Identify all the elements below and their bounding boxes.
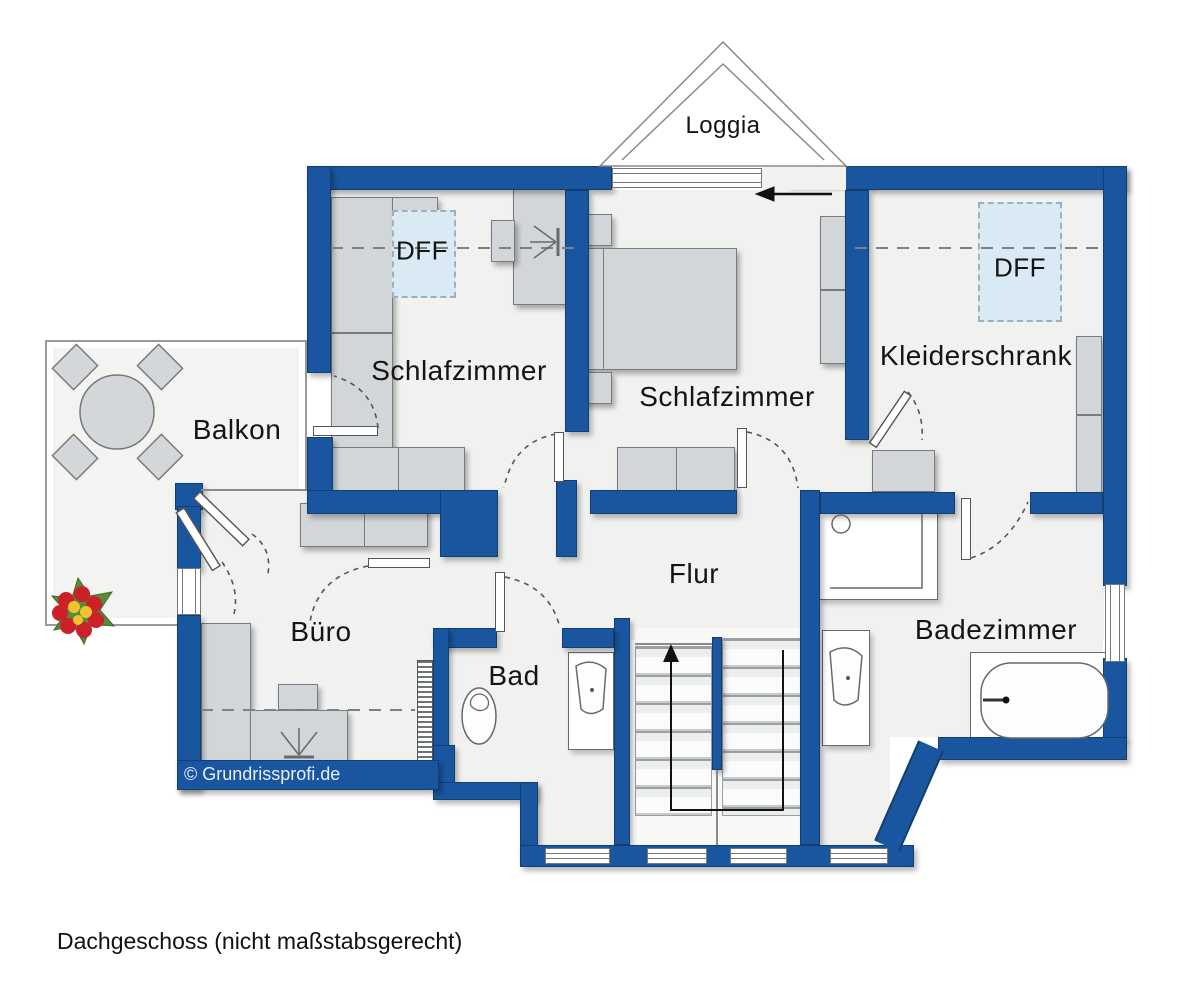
shelf	[872, 450, 935, 492]
room-label-office: Büro	[290, 616, 352, 647]
copyright-text: © Grundrissprofi.de	[184, 764, 341, 784]
room-label-balcony: Balkon	[192, 414, 282, 445]
sideboard	[330, 447, 465, 493]
radiator	[417, 660, 433, 767]
loggia-gable	[598, 40, 848, 167]
wardrobe	[820, 216, 846, 290]
window-stairwell	[647, 848, 707, 864]
washbasin-panel-bathroom	[822, 630, 870, 746]
room-label-closet: Kleiderschrank	[879, 340, 1073, 371]
door-leaf	[368, 558, 430, 568]
wall	[307, 437, 333, 497]
door-leaf	[961, 498, 971, 560]
staircase-right-flight	[722, 638, 802, 816]
wall	[1103, 658, 1127, 740]
wall-diagonal	[874, 740, 944, 852]
roof-window-dff-right	[978, 202, 1062, 322]
wall	[565, 190, 589, 432]
wall	[845, 190, 869, 440]
wall	[1030, 492, 1103, 514]
loggia-opening	[762, 167, 846, 190]
wall	[590, 490, 737, 514]
wall	[520, 845, 914, 867]
wardrobe	[820, 290, 846, 364]
roof-window-label-right: DFF	[993, 252, 1047, 283]
wall	[177, 760, 439, 790]
room-label-bedroom-middle: Schlafzimmer	[639, 381, 815, 412]
wall	[562, 628, 614, 648]
window-office	[177, 568, 201, 615]
window-stairwell	[545, 848, 610, 864]
wardrobe	[331, 197, 393, 333]
plan-caption: Dachgeschoss (nicht maßstabsgerecht)	[57, 928, 463, 954]
desk-chair	[491, 220, 515, 262]
wall	[845, 166, 1127, 190]
shower	[818, 502, 938, 600]
wall	[307, 166, 331, 373]
room-label-bathroom: Badezimmer	[914, 614, 1078, 645]
window-stairwell	[830, 848, 888, 864]
shelf	[1076, 415, 1102, 494]
wall	[800, 490, 820, 845]
wall	[177, 506, 201, 570]
staircase-left-flight	[635, 646, 712, 816]
window-bathroom	[1105, 584, 1125, 662]
room-label-loggia: Loggia	[685, 112, 761, 139]
door-leaf	[737, 428, 747, 488]
roof-window-dff-left	[392, 210, 456, 298]
shelf	[1076, 336, 1102, 415]
door-leaf	[554, 432, 564, 482]
window-stairwell	[730, 848, 787, 864]
desk	[513, 183, 567, 305]
room-label-bedroom-left: Schlafzimmer	[371, 355, 547, 386]
roof-window-label-left: DFF	[395, 235, 449, 266]
floor-wc	[449, 628, 537, 783]
wall	[614, 618, 630, 845]
sideboard	[617, 447, 735, 491]
wall	[307, 490, 442, 514]
wall	[307, 166, 612, 190]
wall	[820, 492, 955, 514]
wall	[440, 490, 498, 557]
washbasin-panel-wc	[568, 652, 614, 750]
door-leaf	[495, 572, 505, 632]
bathtub-panel	[970, 652, 1118, 750]
double-bed	[582, 248, 737, 370]
desk	[250, 710, 348, 765]
wall	[1103, 166, 1127, 586]
room-label-wc: Bad	[488, 660, 540, 691]
wall	[556, 480, 577, 557]
wall	[712, 637, 722, 770]
window-loggia	[612, 168, 762, 188]
door-leaf	[313, 426, 378, 436]
room-label-hallway: Flur	[668, 558, 720, 589]
wardrobe	[201, 623, 251, 767]
wall	[938, 737, 1127, 760]
desk-chair	[278, 684, 318, 710]
